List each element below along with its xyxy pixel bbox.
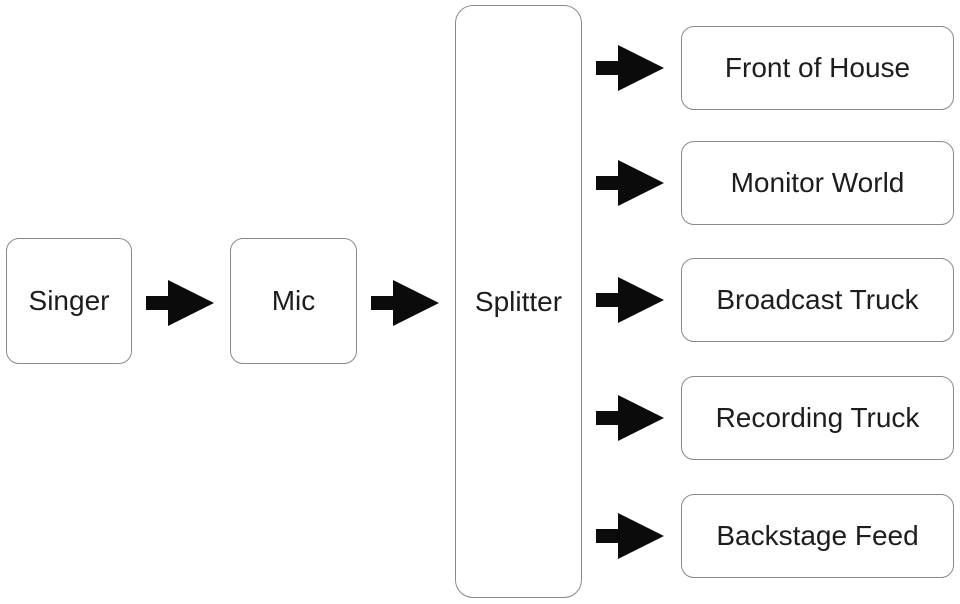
node-backstage-feed: Backstage Feed <box>681 494 954 578</box>
node-broadcast-truck: Broadcast Truck <box>681 258 954 342</box>
right-arrow-icon <box>146 280 214 326</box>
right-arrow-icon <box>596 45 664 91</box>
node-mic: Mic <box>230 238 357 364</box>
right-arrow-icon <box>596 160 664 206</box>
right-arrow-icon <box>596 277 664 323</box>
right-arrow-icon <box>596 395 664 441</box>
node-singer: Singer <box>6 238 132 364</box>
right-arrow-icon <box>371 280 439 326</box>
node-front-of-house: Front of House <box>681 26 954 110</box>
node-recording-truck: Recording Truck <box>681 376 954 460</box>
node-monitor-world: Monitor World <box>681 141 954 225</box>
node-splitter: Splitter <box>455 5 582 598</box>
right-arrow-icon <box>596 513 664 559</box>
